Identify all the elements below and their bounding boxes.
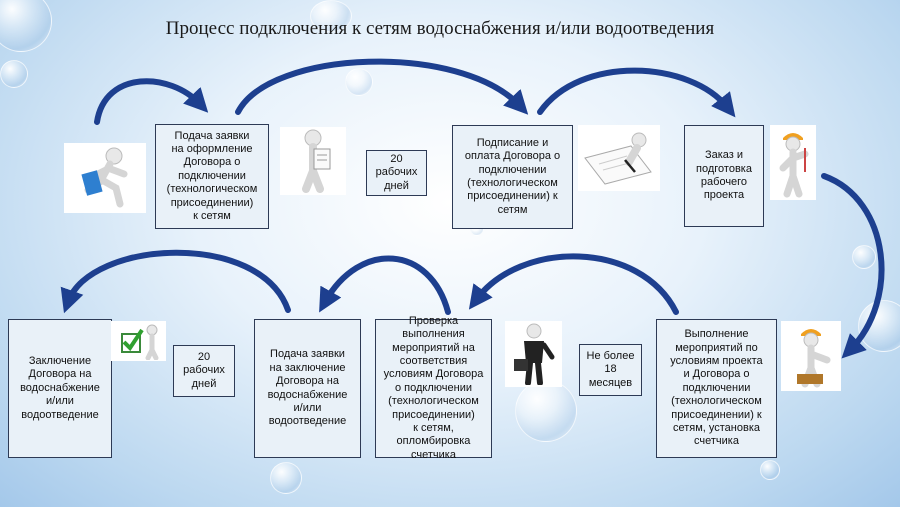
page-title: Процесс подключения к сетям водоснабжени… bbox=[165, 18, 715, 39]
step-submit-connection-application: Подача заявки на оформление Договора о п… bbox=[155, 124, 269, 229]
duration-badge: 20 рабочих дней bbox=[366, 150, 427, 196]
step-inspection-and-sealing: Проверка выполнения мероприятий на соотв… bbox=[375, 315, 492, 461]
green-checkbox-icon bbox=[111, 321, 166, 361]
businessman-with-briefcase-icon bbox=[505, 321, 562, 387]
water-bubble bbox=[310, 0, 352, 32]
figure-signing-document-icon bbox=[578, 125, 660, 191]
step-label: Подача заявки на заключение Договора на … bbox=[267, 348, 348, 428]
step-perform-project-measures: Выполнение мероприятий по условиям проек… bbox=[656, 319, 777, 458]
arrow-3 bbox=[537, 67, 736, 118]
step-label: Заказ и подготовка рабочего проекта bbox=[696, 149, 752, 202]
figure-with-clipboard-icon bbox=[280, 127, 346, 195]
water-bubble bbox=[0, 60, 28, 88]
arrow-2 bbox=[235, 58, 529, 115]
water-bubble bbox=[852, 245, 876, 269]
step-label: Подписание и оплата Договора о подключен… bbox=[464, 136, 561, 216]
arrow-7 bbox=[60, 249, 291, 314]
arrow-6 bbox=[319, 255, 451, 315]
duration-label: 20 рабочих дней bbox=[183, 350, 225, 390]
step-sign-and-pay-contract: Подписание и оплата Договора о подключен… bbox=[452, 125, 573, 229]
arrow-5 bbox=[468, 253, 679, 315]
water-bubble bbox=[270, 462, 302, 494]
step-submit-supply-application: Подача заявки на заключение Договора на … bbox=[254, 319, 361, 458]
step-conclude-supply-contract: Заключение Договора на водоснабжение и/и… bbox=[8, 319, 112, 458]
step-label: Заключение Договора на водоснабжение и/и… bbox=[20, 354, 100, 421]
water-bubble bbox=[515, 380, 577, 442]
arrow-1 bbox=[94, 78, 209, 125]
arrow-4 bbox=[821, 173, 885, 359]
water-bubble bbox=[345, 68, 373, 96]
worker-with-hardhat-icon bbox=[781, 321, 841, 391]
duration-label: Не более 18 месяцев bbox=[586, 349, 635, 389]
duration-label: 20 рабочих дней bbox=[375, 152, 418, 192]
water-bubble bbox=[0, 0, 52, 52]
step-label: Подача заявки на оформление Договора о п… bbox=[166, 129, 258, 223]
step-label: Проверка выполнения мероприятий на соотв… bbox=[383, 314, 484, 461]
water-bubble bbox=[760, 460, 780, 480]
step-label: Выполнение мероприятий по условиям проек… bbox=[670, 328, 763, 448]
duration-badge: 20 рабочих дней bbox=[173, 345, 235, 397]
step-order-working-project: Заказ и подготовка рабочего проекта bbox=[684, 125, 764, 227]
duration-badge: Не более 18 месяцев bbox=[579, 344, 642, 396]
running-figure-icon bbox=[64, 143, 146, 213]
engineer-with-hardhat-icon bbox=[770, 125, 816, 200]
